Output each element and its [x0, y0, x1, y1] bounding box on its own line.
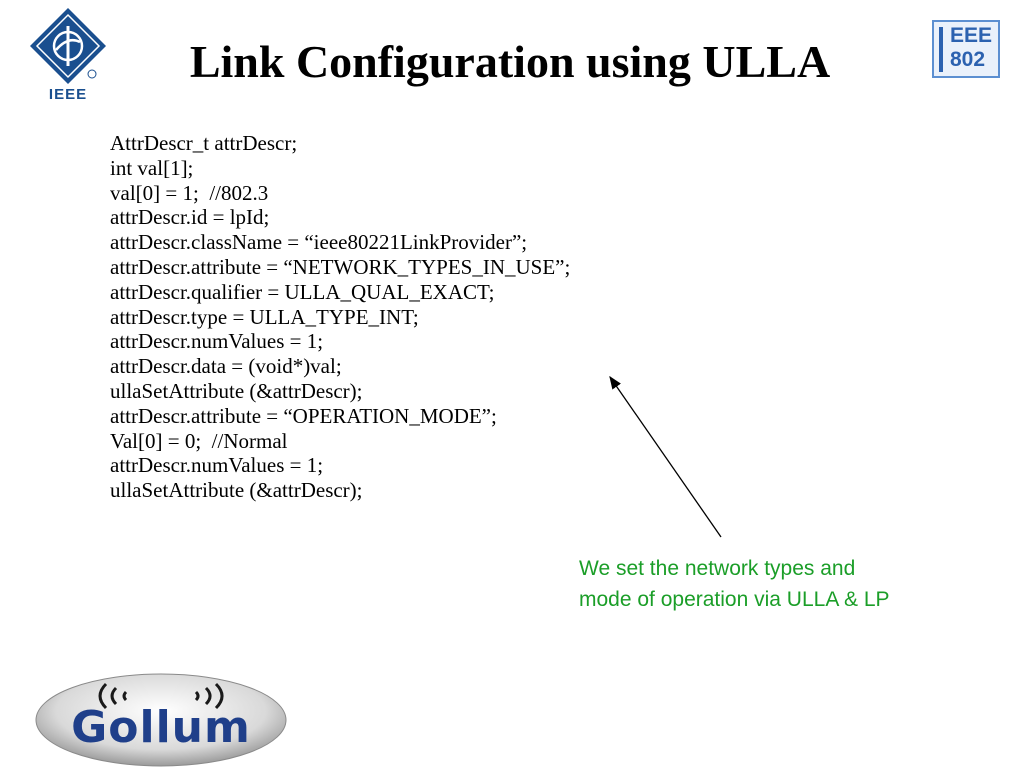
ieee-logo-text: IEEE [48, 86, 88, 103]
signal-waves-icon [98, 682, 224, 710]
code-line: attrDescr.qualifier = ULLA_QUAL_EXACT; [110, 279, 495, 304]
golum-logo-icon: Gollum [34, 672, 288, 768]
code-line: AttrDescr_t attrDescr; [110, 131, 298, 155]
code-line: Val[0] = 0; //Normal [110, 428, 288, 453]
ieee-802-logo-line2: 802 [950, 48, 986, 71]
ieee-diamond-logo-icon [30, 8, 106, 84]
code-line: attrDescr.data = (void*)val; [110, 354, 342, 379]
code-line: attrDescr.numValues = 1; [110, 453, 324, 478]
code-line: attrDescr.attribute = “NETWORK_TYPES_IN_… [110, 254, 571, 279]
ieee-logo: IEEE [26, 6, 110, 104]
ieee-802-logo-icon: EEE 802 [932, 20, 1000, 78]
code-line: val[0] = 1; //802.3 [110, 180, 269, 205]
slide-title: Link Configuration using ULLA [189, 36, 831, 87]
callout-line1: We set the network types and [579, 557, 856, 580]
code-line: attrDescr.className = “ieee80221LinkProv… [110, 230, 528, 255]
golum-logo-text: Gollum [71, 702, 251, 753]
code-line: attrDescr.id = lpId; [110, 205, 270, 230]
callout-line2: mode of operation via ULLA & LP [579, 588, 890, 611]
ieee-802-logo-line1: EEE [950, 24, 993, 47]
code-line: int val[1]; [110, 155, 194, 180]
ieee-802-logo-bar [939, 27, 943, 72]
code-line: attrDescr.type = ULLA_TYPE_INT; [110, 304, 419, 329]
code-line: attrDescr.numValues = 1; [110, 329, 324, 354]
code-line: ullaSetAttribute (&attrDescr); [110, 378, 363, 403]
code-listing: AttrDescr_t attrDescr; int val[1]; val[0… [110, 131, 730, 503]
code-line: ullaSetAttribute (&attrDescr); [110, 478, 363, 503]
golum-logo-ellipse [35, 673, 287, 767]
callout-note: We set the network types and mode of ope… [579, 553, 999, 615]
code-line: attrDescr.attribute = “OPERATION_MODE”; [110, 403, 497, 428]
